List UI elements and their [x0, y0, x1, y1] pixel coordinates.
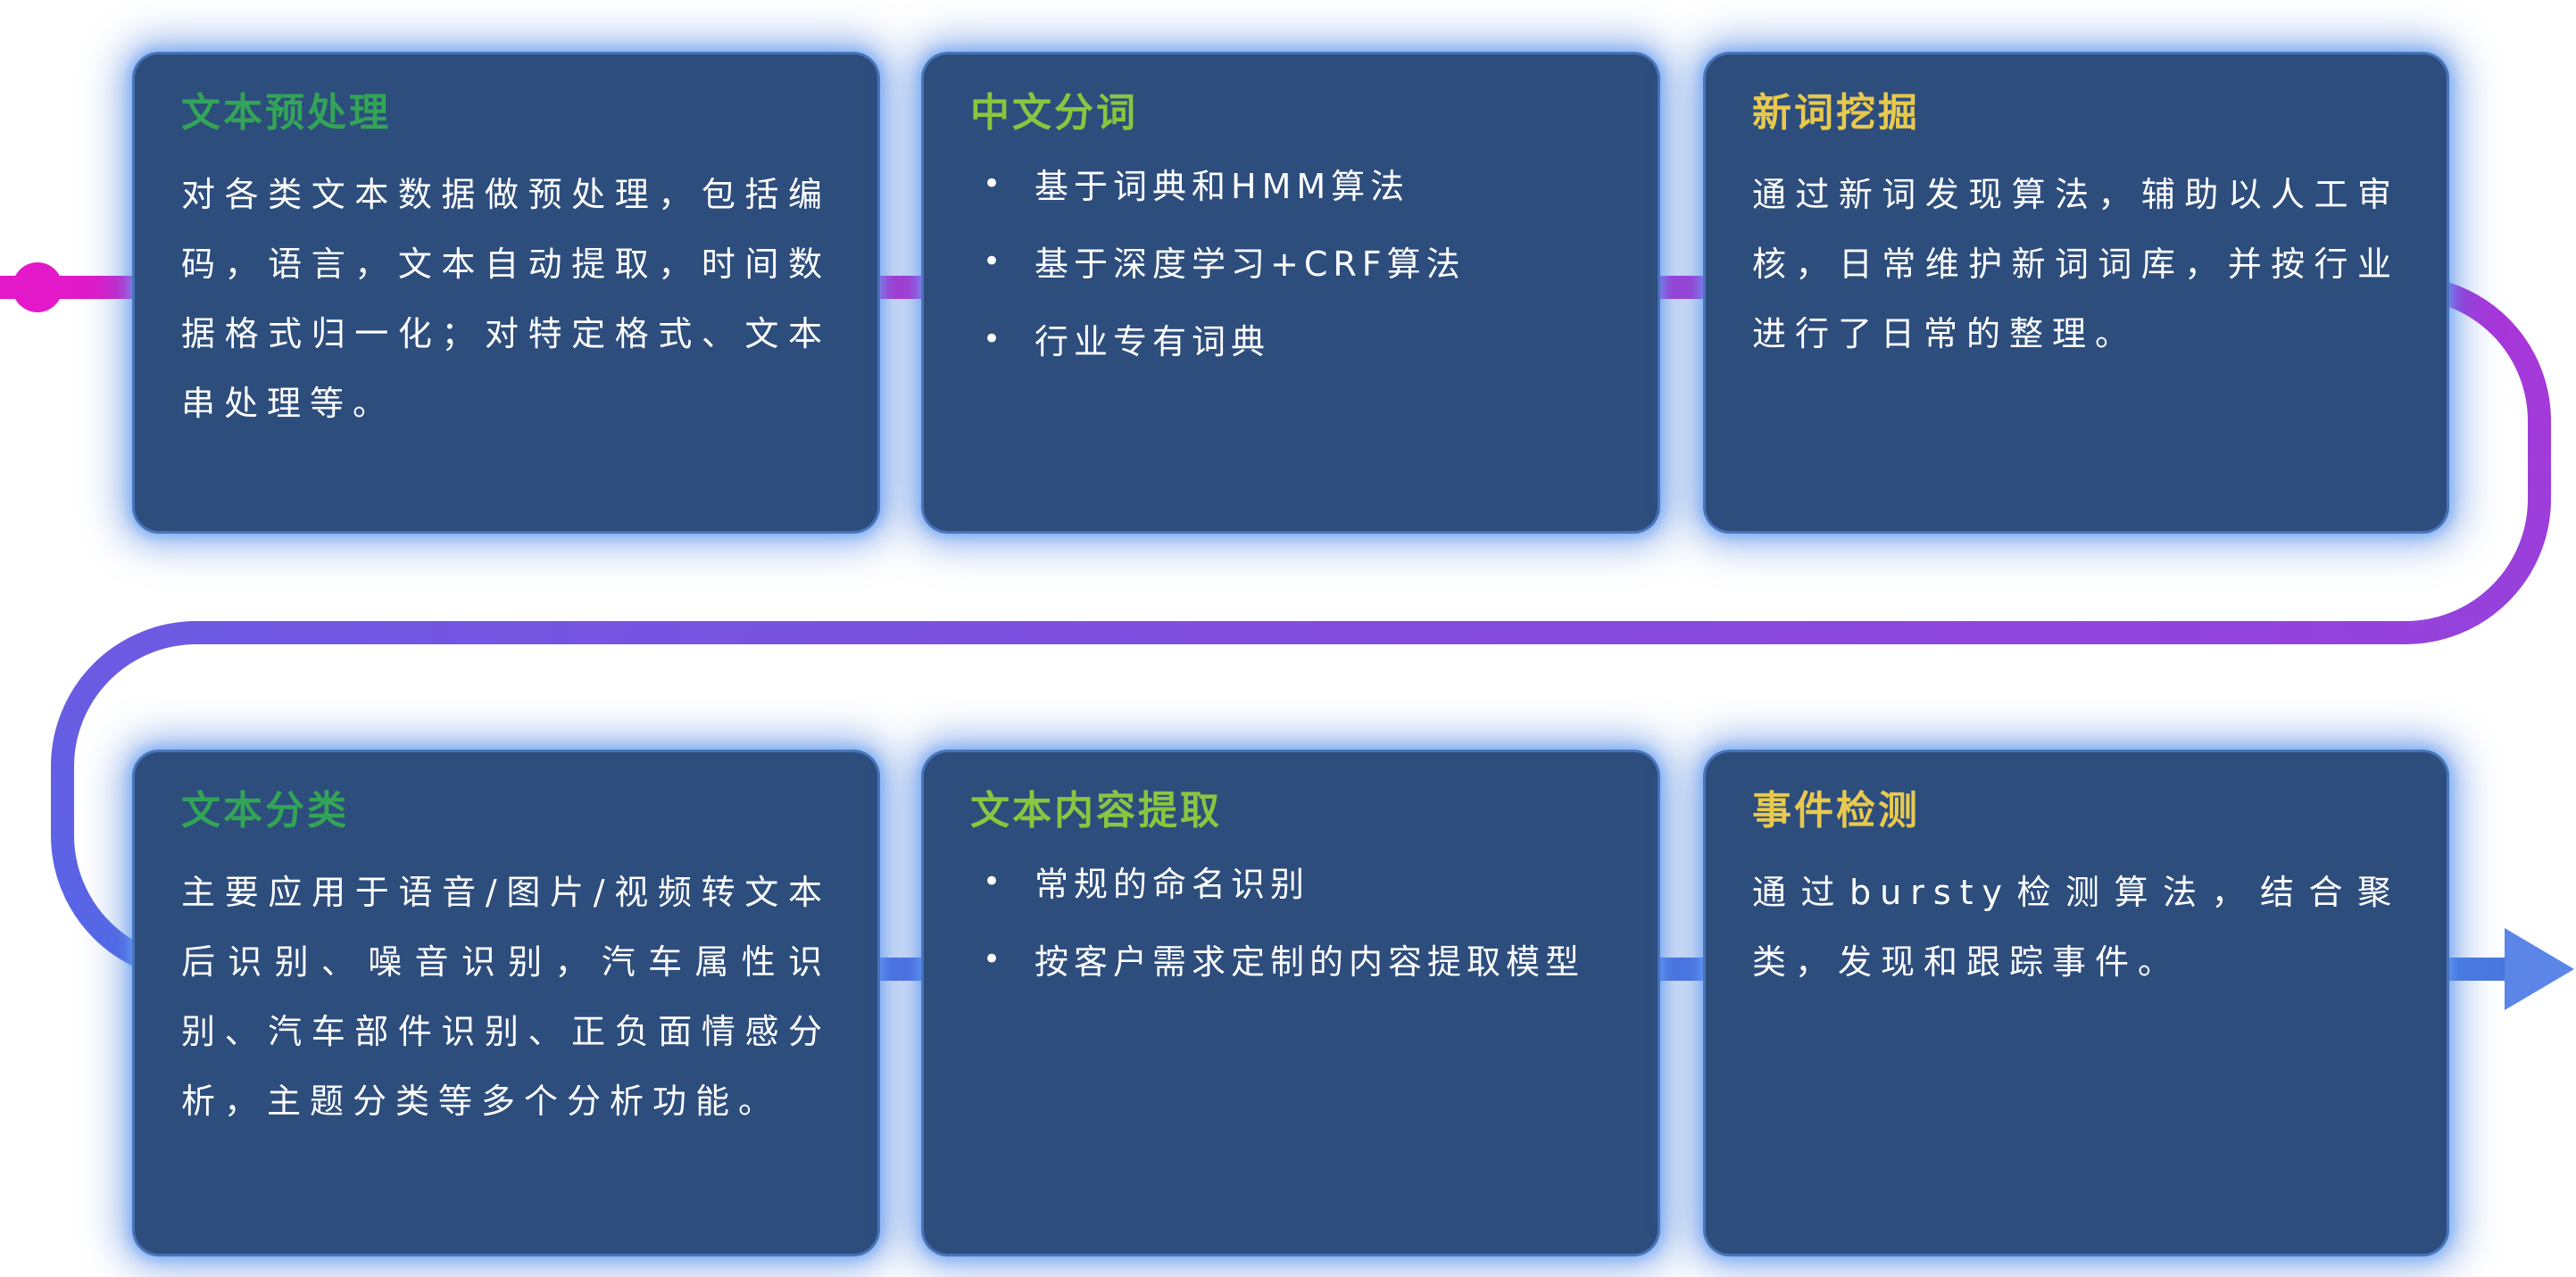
bullet-item: 基于词典和HMM算法	[970, 161, 1611, 213]
bullet-item: 基于深度学习+CRF算法	[970, 238, 1611, 291]
card-body: 主要应用于语音/图片/视频转文本后识别、噪音识别，汽车属性识别、汽车部件识别、正…	[181, 873, 831, 1122]
card-text-preprocessing: 文本预处理 对各类文本数据做预处理，包括编码，语言，文本自动提取，时间数据格式归…	[132, 52, 880, 534]
bullet-item: 按客户需求定制的内容提取模型	[970, 936, 1611, 989]
flow-segment-left-curve	[51, 621, 197, 981]
card-text-classification: 文本分类 主要应用于语音/图片/视频转文本后识别、噪音识别，汽车属性识别、汽车部…	[132, 750, 880, 1256]
card-bullet-list: 常规的命名识别 按客户需求定制的内容提取模型	[970, 858, 1611, 989]
card-body: 通过新词发现算法，辅助以人工审核，日常维护新词词库，并按行业进行了日常的整理。	[1752, 175, 2400, 354]
card-body: 对各类文本数据做预处理，包括编码，语言，文本自动提取，时间数据格式归一化；对特定…	[181, 175, 831, 424]
card-title: 新词挖掘	[1752, 90, 1920, 136]
flow-segment-right-curve	[2405, 276, 2551, 644]
card-chinese-word-segmentation: 中文分词 基于词典和HMM算法 基于深度学习+CRF算法 行业专有词典	[921, 52, 1660, 534]
card-new-word-mining: 新词挖掘 通过新词发现算法，辅助以人工审核，日常维护新词词库，并按行业进行了日常…	[1703, 52, 2449, 534]
card-title: 事件检测	[1752, 788, 1920, 833]
card-title: 文本分类	[181, 788, 349, 833]
card-title: 文本内容提取	[970, 788, 1222, 833]
card-bullet-list: 基于词典和HMM算法 基于深度学习+CRF算法 行业专有词典	[970, 161, 1611, 369]
bullet-item: 行业专有词典	[970, 316, 1611, 369]
card-title: 文本预处理	[181, 90, 391, 136]
card-body: 通过bursty检测算法，结合聚类，发现和跟踪事件。	[1752, 873, 2400, 983]
card-event-detection: 事件检测 通过bursty检测算法，结合聚类，发现和跟踪事件。	[1703, 750, 2449, 1256]
flow-end-arrow-icon	[2505, 928, 2574, 1010]
bullet-item: 常规的命名识别	[970, 858, 1611, 911]
flow-start-dot	[12, 262, 62, 312]
card-title: 中文分词	[970, 90, 1138, 136]
card-text-content-extraction: 文本内容提取 常规的命名识别 按客户需求定制的内容提取模型	[921, 750, 1660, 1256]
